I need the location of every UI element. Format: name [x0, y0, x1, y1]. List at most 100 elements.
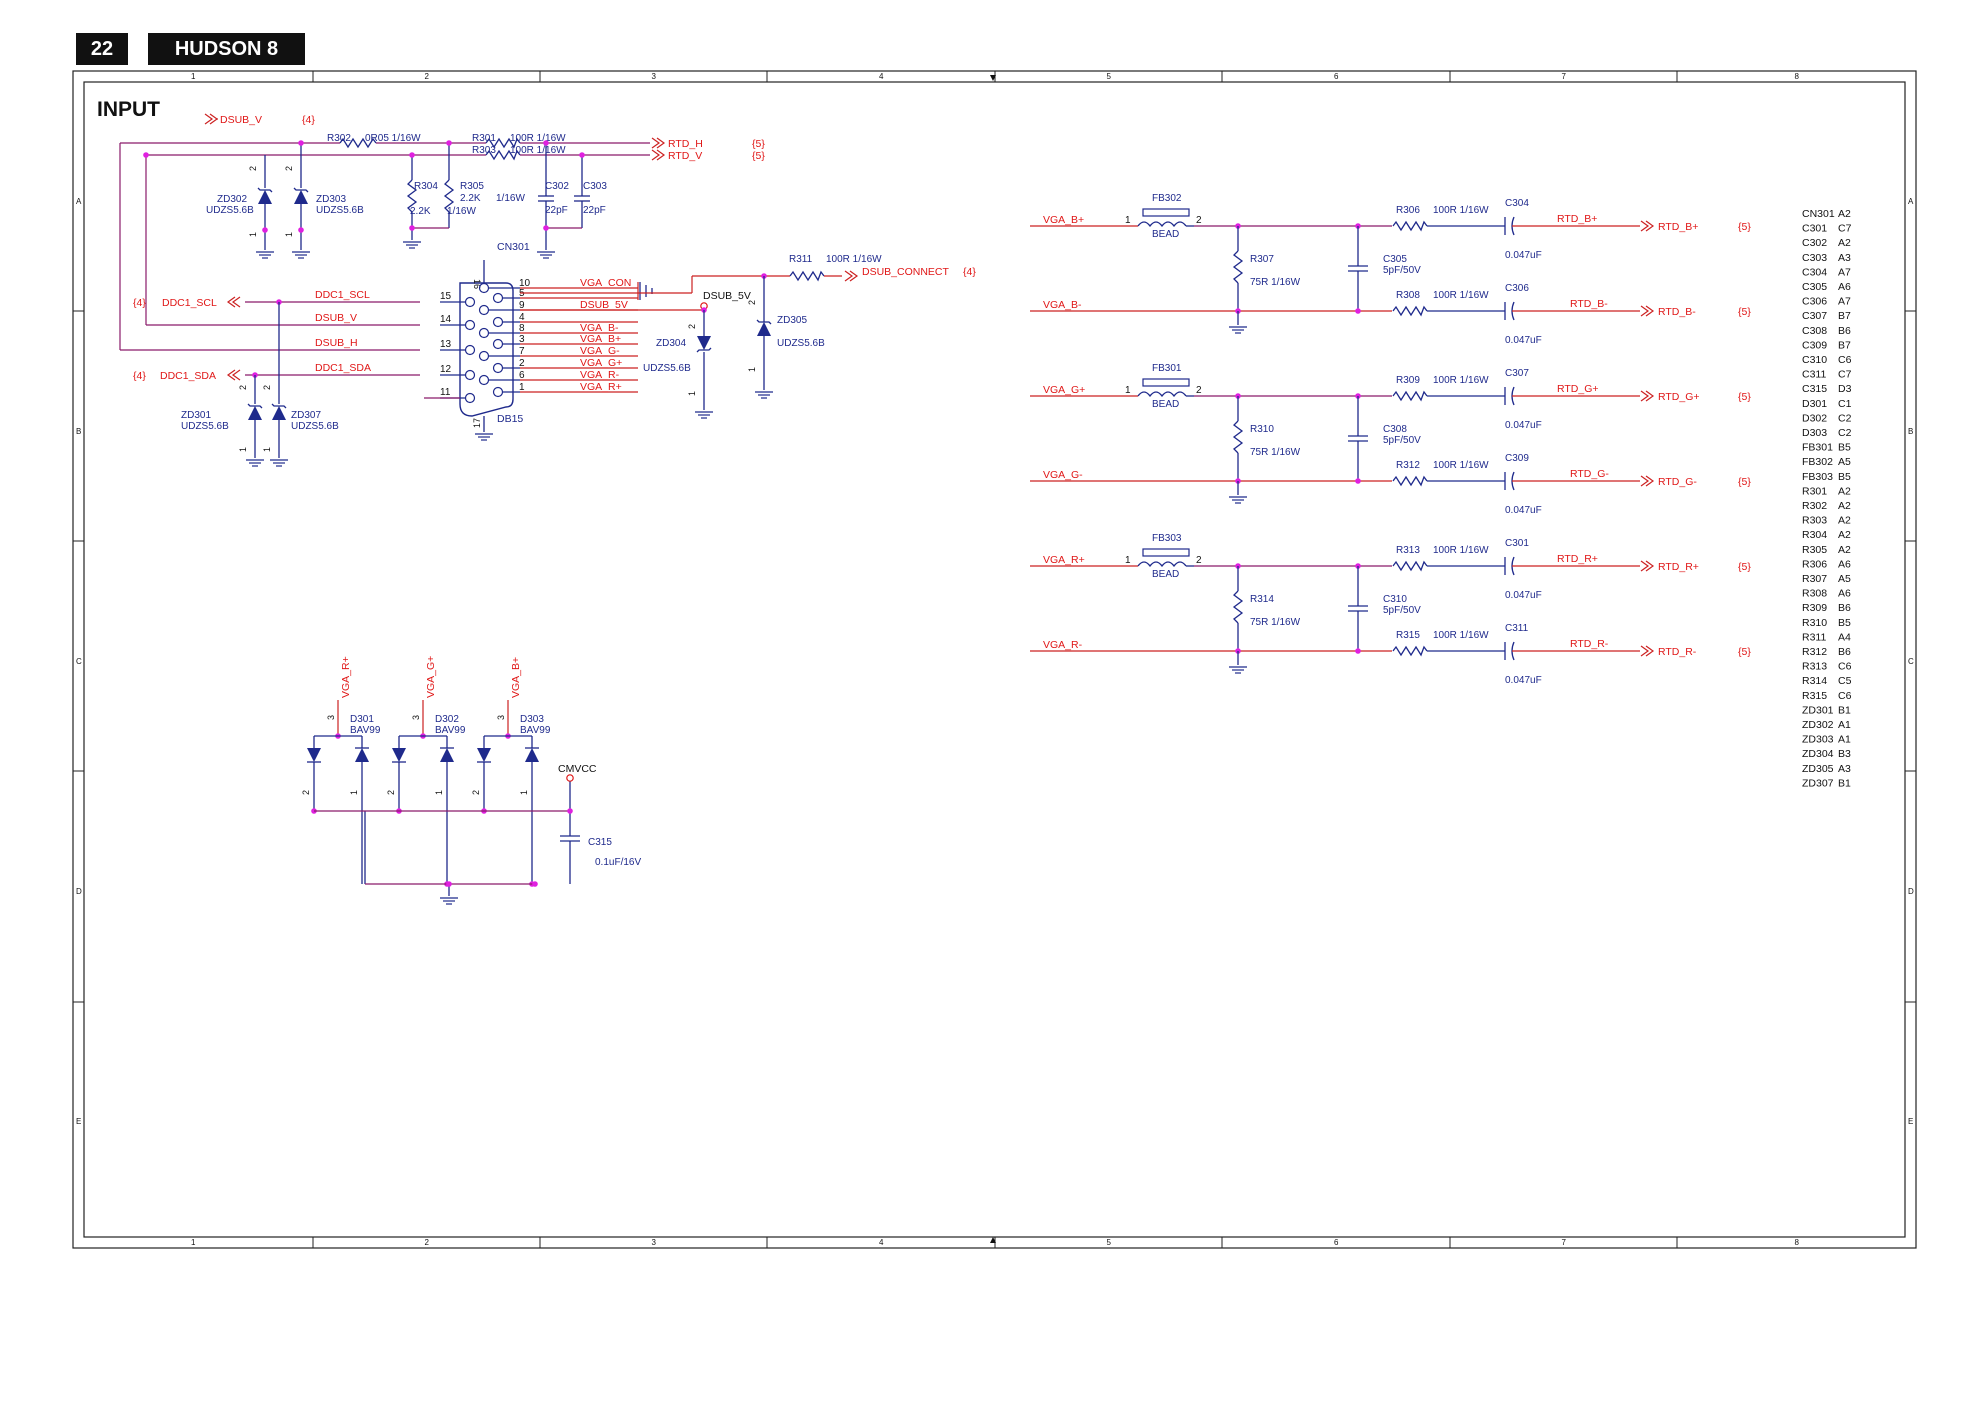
bead-value: BEAD [1152, 569, 1179, 580]
ref-designator: ZD305 [1802, 763, 1834, 775]
ref-location: B6 [1838, 602, 1851, 614]
rp-value: 100R 1/16W [1433, 205, 1489, 216]
cap-ref: C308 [1383, 424, 1407, 435]
ref-location: A4 [1838, 631, 1851, 643]
out-p-ref: {5} [1738, 391, 1751, 403]
zd304-pin2: 2 [687, 324, 697, 329]
bead-pin2: 2 [1196, 385, 1202, 396]
grid-col-4-bottom: 4 [879, 1238, 884, 1247]
grid-col-1-top: 1 [191, 72, 196, 81]
rtd-h-ref: {5} [752, 138, 765, 150]
cn301-pin-8: 8 [519, 323, 525, 334]
cap-value: 5pF/50V [1383, 605, 1421, 616]
zd304-pin1: 1 [687, 391, 697, 396]
out-n-net: RTD_R- [1570, 638, 1609, 650]
ref-designator: C305 [1802, 281, 1827, 293]
term-ref: R310 [1250, 424, 1274, 435]
zd305-pin2: 2 [747, 300, 757, 305]
c302-ref: C302 [545, 181, 569, 192]
cn-value: 0.047uF [1505, 505, 1542, 516]
in-n-label: VGA_R- [1043, 639, 1083, 651]
ref-designator: R303 [1802, 515, 1827, 527]
ddc-scl-ref: {4} [133, 297, 146, 309]
dsub-5v-circuit: DSUB_5V 2 1 ZD304 UDZS5.6B DSUB_CONNECT … [520, 254, 976, 419]
ref-designator: ZD304 [1802, 748, 1834, 760]
bead-ref: FB302 [1152, 193, 1182, 204]
out-n-net: RTD_B- [1570, 298, 1608, 310]
grid-col-3-top: 3 [652, 72, 657, 81]
ref-location: A1 [1838, 734, 1851, 746]
zd305-ref: ZD305 [777, 315, 807, 326]
cn301-pin-3: 3 [519, 334, 525, 345]
rtd-v-ref: {5} [752, 150, 765, 162]
cn301-pin-12: 12 [440, 364, 452, 375]
dsub-connect-ref: {4} [963, 266, 976, 278]
ref-designator: R311 [1802, 631, 1826, 643]
ref-designator: C307 [1802, 310, 1827, 322]
bead-pin1: 1 [1125, 385, 1131, 396]
out-p-net: RTD_R+ [1557, 553, 1598, 565]
bead-value: BEAD [1152, 399, 1179, 410]
cn301-pin-10: 10 [519, 278, 531, 289]
zd302-pin1: 1 [248, 232, 258, 237]
zd307-ref: ZD307 [291, 410, 321, 421]
r302-value: 0R05 1/16W [365, 133, 421, 144]
ref-designator: C302 [1802, 237, 1827, 249]
ref-designator: ZD303 [1802, 734, 1834, 746]
page-title-badge: HUDSON 8 [148, 33, 305, 65]
r304-power: 1/16W [496, 193, 525, 204]
ref-designator: R313 [1802, 661, 1827, 673]
d302-ref: D302 [435, 714, 459, 725]
cn301-pin-9: 9 [519, 300, 525, 311]
grid-col-4-top: 4 [879, 72, 884, 81]
cn301-pin-7: 7 [519, 346, 525, 357]
rp-value: 100R 1/16W [1433, 375, 1489, 386]
ref-location: A2 [1838, 237, 1851, 249]
ref-location: B7 [1838, 339, 1851, 351]
ref-designator: R315 [1802, 690, 1827, 702]
net-ddc1-sda: DDC1_SDA [315, 362, 371, 374]
ref-location: B1 [1838, 777, 1851, 789]
out-p-label: RTD_B+ [1658, 221, 1698, 233]
grid-col-6-top: 6 [1334, 72, 1339, 81]
rp-ref: R313 [1396, 545, 1420, 556]
rn-ref: R315 [1396, 630, 1420, 641]
net-dsub-5v: DSUB_5V [580, 299, 628, 311]
d302-pin3: 3 [411, 715, 421, 720]
cn-ref: C309 [1505, 453, 1529, 464]
ddc-sda-label: DDC1_SDA [160, 370, 216, 382]
out-n-label: RTD_R- [1658, 646, 1697, 658]
ref-location: B1 [1838, 704, 1851, 716]
ref-location: B5 [1838, 442, 1851, 454]
in-p-label: VGA_R+ [1043, 554, 1085, 566]
ref-location: C7 [1838, 369, 1852, 381]
rp-ref: R309 [1396, 375, 1420, 386]
cn301-pin-6: 6 [519, 370, 525, 381]
r305-ref: R305 [460, 181, 484, 192]
rtd-v-label: RTD_V [668, 150, 702, 162]
cn301-pin-13: 13 [440, 339, 452, 350]
ddc-scl-label: DDC1_SCL [162, 297, 217, 309]
c302-value: 22pF [545, 205, 568, 216]
rn-ref: R312 [1396, 460, 1420, 471]
zd301-value: UDZS5.6B [181, 421, 229, 432]
d301-ref: D301 [350, 714, 374, 725]
grid-row-B-left: B [76, 427, 81, 436]
dsub-v-ref: {4} [302, 114, 315, 126]
ref-location: A2 [1838, 544, 1851, 556]
d303-ref: D303 [520, 714, 544, 725]
sheet-title: INPUT [97, 98, 160, 121]
